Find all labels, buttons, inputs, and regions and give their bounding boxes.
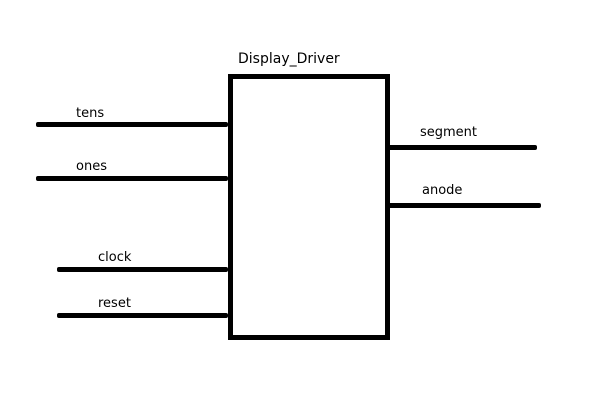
output-label-segment: segment: [420, 125, 478, 140]
output-wire-anode[interactable]: [388, 203, 541, 208]
input-label-tens: tens: [76, 106, 105, 121]
output-label-anode: anode: [422, 183, 463, 198]
input-label-reset: reset: [98, 296, 131, 311]
output-wire-segment[interactable]: [388, 145, 537, 150]
input-wire-clock[interactable]: [57, 267, 228, 272]
input-wire-ones[interactable]: [36, 176, 228, 181]
input-wire-tens[interactable]: [36, 122, 228, 127]
input-label-clock: clock: [98, 250, 132, 265]
block-title: Display_Driver: [238, 51, 340, 67]
input-wire-reset[interactable]: [57, 313, 228, 318]
display-driver-block[interactable]: [228, 74, 390, 340]
input-label-ones: ones: [76, 159, 107, 174]
